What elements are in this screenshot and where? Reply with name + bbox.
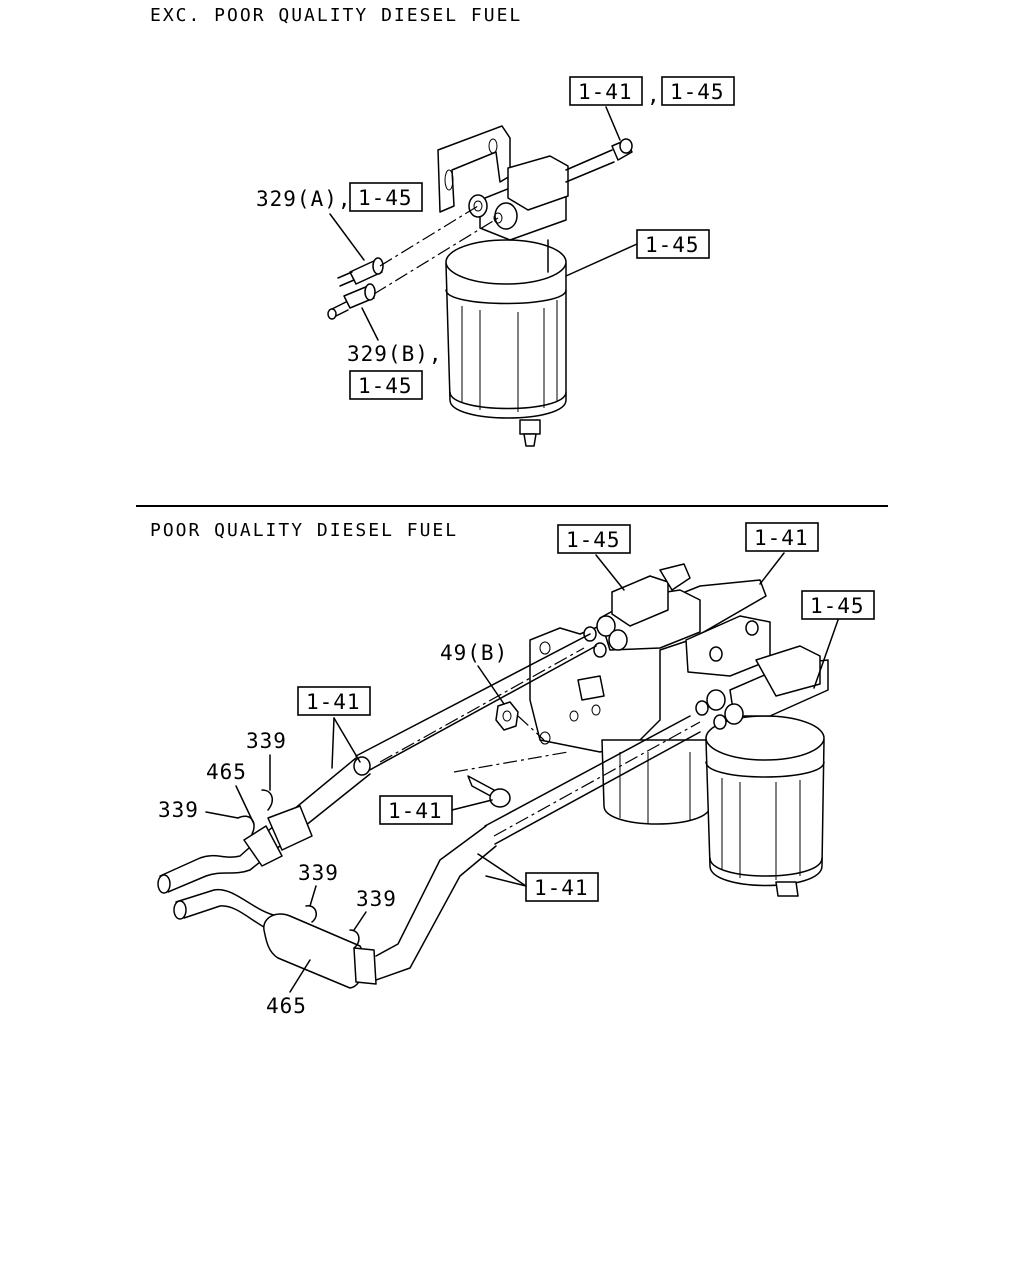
svg-text:1-41: 1-41: [388, 799, 443, 823]
callout-1-41-lower-pipe: 1-41: [525, 872, 599, 902]
part-329a-label: 329(A),: [256, 187, 352, 211]
callout-1-45-top-right: 1-45: [661, 76, 735, 106]
svg-text:1-41: 1-41: [578, 80, 633, 104]
svg-text:1-41: 1-41: [534, 876, 589, 900]
svg-text:1-45: 1-45: [670, 80, 725, 104]
part-465-label-a: 465: [206, 760, 247, 784]
section-title-bottom: POOR QUALITY DIESEL FUEL: [150, 520, 458, 541]
part-339-label-a: 339: [246, 729, 287, 753]
part-49b-label: 49(B): [440, 641, 508, 665]
svg-text:1-45: 1-45: [358, 374, 413, 398]
callout-1-45-329b: 1-45: [349, 370, 423, 400]
callout-separator: ,: [647, 83, 661, 107]
section-title-top: EXC. POOR QUALITY DIESEL FUEL: [150, 5, 522, 26]
callout-1-45-329a: 1-45: [349, 182, 423, 212]
part-329b-label: 329(B),: [347, 342, 443, 366]
fuel-hoses-and-pipes: [157, 633, 701, 989]
single-fuel-filter-assembly: [327, 125, 633, 447]
callout-1-41-top: 1-41: [569, 76, 643, 106]
svg-text:1-45: 1-45: [358, 186, 413, 210]
dual-fuel-filter-assembly: [453, 563, 829, 897]
callout-1-45-rear-head: 1-45: [557, 524, 631, 554]
callout-1-41-upper-hose: 1-41: [297, 686, 371, 716]
part-339-label-d: 339: [356, 887, 397, 911]
callout-1-45-front-head: 1-45: [801, 590, 875, 620]
svg-text:1-45: 1-45: [645, 233, 700, 257]
callout-1-41-bolt: 1-41: [379, 795, 453, 825]
svg-text:1-41: 1-41: [306, 690, 361, 714]
callout-1-41-bracket: 1-41: [745, 522, 819, 552]
callout-1-45-filter: 1-45: [636, 229, 710, 259]
svg-text:1-45: 1-45: [566, 528, 621, 552]
part-339-label-c: 339: [298, 861, 339, 885]
svg-text:1-45: 1-45: [810, 594, 865, 618]
part-465-label-b: 465: [266, 994, 307, 1018]
svg-text:1-41: 1-41: [754, 526, 809, 550]
part-339-label-b: 339: [158, 798, 199, 822]
